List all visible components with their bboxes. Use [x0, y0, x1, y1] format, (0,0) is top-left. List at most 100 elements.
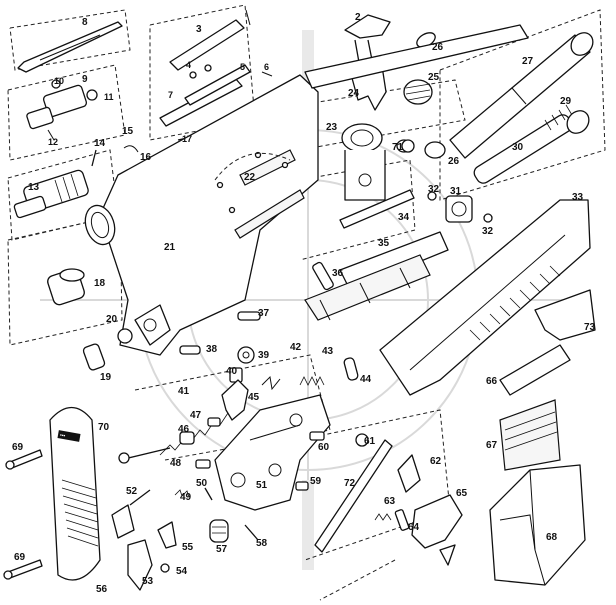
part-magazine-tube	[449, 32, 594, 159]
label-58: 58	[256, 538, 268, 549]
label-35: 35	[378, 238, 390, 249]
label-54: 54	[176, 566, 188, 577]
label-65: 65	[456, 488, 468, 499]
label-27: 27	[522, 56, 534, 67]
label-8: 8	[82, 17, 88, 28]
label-26-top: 26	[432, 42, 444, 53]
label-37: 37	[258, 308, 270, 319]
part-trigger-housing	[214, 394, 331, 511]
label-73: 73	[584, 322, 596, 333]
part-69-screws	[3, 449, 43, 580]
label-11: 11	[104, 92, 114, 102]
part-65-carrier	[411, 494, 463, 566]
svg-text:▪▪▪: ▪▪▪	[59, 432, 66, 439]
label-30: 30	[512, 142, 524, 153]
part-59-60-61	[295, 431, 369, 491]
label-52: 52	[126, 486, 138, 497]
label-56: 56	[96, 584, 108, 595]
part-action-bars	[304, 189, 449, 321]
label-66: 66	[486, 376, 498, 387]
label-32-left: 32	[428, 184, 440, 195]
label-31: 31	[450, 186, 462, 197]
label-33: 33	[572, 192, 584, 203]
label-36: 36	[332, 268, 344, 279]
label-49: 49	[180, 492, 192, 503]
label-57: 57	[216, 544, 228, 555]
label-9: 9	[82, 74, 88, 85]
label-47: 47	[190, 410, 202, 421]
label-39: 39	[258, 350, 270, 361]
part-73	[534, 289, 596, 341]
part-slide-pieces	[159, 9, 273, 127]
label-46: 46	[178, 424, 190, 435]
label-68: 68	[546, 532, 558, 543]
label-41: 41	[178, 386, 190, 397]
label-51: 51	[256, 480, 268, 491]
part-37-38	[179, 311, 261, 355]
part-39-40	[229, 346, 255, 383]
part-22-screws	[214, 151, 291, 214]
label-53: 53	[142, 576, 154, 587]
label-72: 72	[344, 478, 356, 489]
part-fore-end	[379, 199, 591, 396]
label-38: 38	[206, 344, 218, 355]
part-45	[221, 379, 249, 421]
part-46-47-48	[179, 417, 221, 469]
label-61: 61	[364, 436, 376, 447]
part-29-30	[473, 104, 590, 184]
label-59: 59	[310, 476, 322, 487]
label-15: 15	[122, 126, 134, 137]
label-22: 22	[244, 172, 256, 183]
label-69-bottom: 69	[14, 552, 26, 563]
label-64: 64	[408, 522, 420, 533]
label-18: 18	[94, 278, 106, 289]
part-57-58	[209, 519, 259, 543]
label-10: 10	[54, 76, 64, 86]
part-19-20	[82, 328, 133, 371]
label-60: 60	[318, 442, 330, 453]
label-3: 3	[196, 24, 202, 35]
label-24: 24	[348, 88, 360, 99]
label-48: 48	[170, 458, 182, 469]
label-25: 25	[428, 72, 440, 83]
part-70-recoil-pad: ▪▪▪	[49, 406, 101, 581]
label-16: 16	[140, 152, 152, 163]
part-firing-pin	[17, 21, 123, 73]
part-42-43-44	[261, 357, 359, 391]
part-bolt-head	[26, 79, 98, 141]
part-68-box	[489, 464, 586, 586]
part-18	[47, 268, 85, 306]
part-66-67	[499, 344, 571, 471]
label-21: 21	[164, 242, 176, 253]
part-barrel-upper	[304, 24, 529, 89]
label-70: 70	[98, 422, 110, 433]
part-number-labels: 2 3 4 5 6 7 8 9 10 11 12 13 14 15 16 17 …	[12, 12, 596, 595]
label-45: 45	[248, 392, 260, 403]
label-50: 50	[196, 478, 208, 489]
label-12: 12	[48, 137, 58, 147]
label-14: 14	[94, 138, 106, 149]
part-receiver	[84, 74, 319, 356]
label-29: 29	[560, 96, 572, 107]
label-40: 40	[226, 366, 238, 377]
label-6: 6	[264, 62, 269, 72]
label-63: 63	[384, 496, 396, 507]
label-69-top: 69	[12, 442, 24, 453]
part-71	[401, 139, 415, 153]
label-62: 62	[430, 456, 442, 467]
label-5: 5	[240, 62, 245, 72]
part-23	[341, 123, 386, 201]
label-23: 23	[326, 122, 338, 133]
part-bolt	[13, 169, 89, 219]
label-55: 55	[182, 542, 194, 553]
label-43: 43	[322, 346, 334, 357]
label-34: 34	[398, 212, 410, 223]
label-32-right: 32	[482, 226, 494, 237]
label-17: 17	[182, 134, 192, 144]
label-7: 7	[168, 90, 173, 100]
label-44: 44	[360, 374, 372, 385]
label-26-mid: 26	[448, 156, 460, 167]
part-31-32	[427, 191, 493, 223]
label-13: 13	[28, 182, 40, 193]
